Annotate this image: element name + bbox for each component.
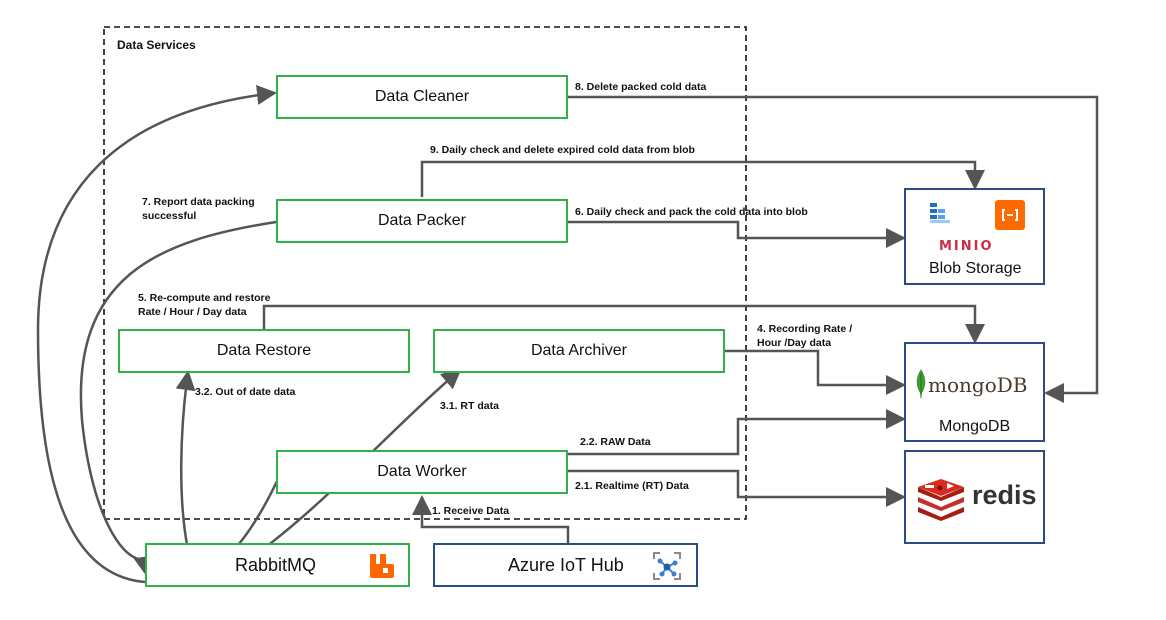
edge-label-raw-data: 2.2. RAW Data xyxy=(580,436,651,448)
edge-label-recompute-restore: 5. Re-compute and restore Rate / Hour / … xyxy=(138,291,270,319)
edge-pack-cold-data xyxy=(567,220,906,248)
edge-label-recompute-restore-line2: Rate / Hour / Day data xyxy=(138,306,247,318)
data-packer-box[interactable]: Data Packer xyxy=(276,199,568,243)
redis-logo: redis xyxy=(972,480,1037,510)
edge-label-report-packing: 7. Report data packing successful xyxy=(142,195,255,223)
edge-label-report-packing-line2: successful xyxy=(142,210,197,222)
edge-report-packing xyxy=(79,220,277,575)
edge-label-recording-rate-line2: Hour /Day data xyxy=(757,337,832,349)
mongodb-leaf-icon xyxy=(916,369,926,399)
cloud-storage-icon xyxy=(995,200,1025,230)
edge-raw-data xyxy=(567,409,906,456)
data-archiver-box[interactable]: Data Archiver xyxy=(433,329,725,373)
rabbitmq-box[interactable]: RabbitMQ xyxy=(145,543,410,587)
blob-storage-box[interactable]: MINIO Blob Storage xyxy=(904,188,1045,285)
edge-label-recompute-restore-line1: 5. Re-compute and restore xyxy=(138,292,271,304)
edge-label-report-packing-line1: 7. Report data packing xyxy=(142,196,255,208)
data-restore-box[interactable]: Data Restore xyxy=(118,329,410,373)
azure-iot-hub-box[interactable]: Azure IoT Hub xyxy=(433,543,698,587)
edge-label-pack-cold-data: 6. Daily check and pack the cold data in… xyxy=(575,206,808,218)
blob-storage-label: Blob Storage xyxy=(929,260,1022,277)
data-worker-label: Data Worker xyxy=(377,463,467,480)
redis-logo-icon xyxy=(918,479,964,521)
edge-label-delete-expired: 9. Daily check and delete expired cold d… xyxy=(430,144,695,156)
edge-label-delete-packed: 8. Delete packed cold data xyxy=(575,81,707,93)
data-archiver-label: Data Archiver xyxy=(530,342,628,359)
rabbitmq-label: RabbitMQ xyxy=(235,554,317,575)
edge-label-out-of-date-data: 3.2. Out of date data xyxy=(195,386,296,398)
edge-receive-data xyxy=(412,495,570,543)
edge-recording-rate xyxy=(724,349,906,395)
edge-delete-expired xyxy=(420,160,985,197)
edge-label-receive-data: 1. Receive Data xyxy=(432,505,510,517)
data-cleaner-box[interactable]: Data Cleaner xyxy=(276,75,568,119)
azure-iot-hub-icon xyxy=(653,552,681,580)
data-services-boundary xyxy=(103,26,747,520)
edge-label-recording-rate-line1: 4. Recording Rate / xyxy=(757,323,853,335)
minio-logo: MINIO xyxy=(939,239,994,254)
edge-delete-packed xyxy=(567,95,1099,403)
edge-recompute-restore xyxy=(262,304,985,344)
edge-label-recording-rate: 4. Recording Rate / Hour /Day data xyxy=(757,322,852,350)
data-packer-label: Data Packer xyxy=(377,212,467,229)
edge-label-realtime-data: 2.1. Realtime (RT) Data xyxy=(575,480,689,492)
edge-realtime-data xyxy=(567,469,906,507)
mongodb-logo: mongoDB xyxy=(928,373,1028,397)
storage-stack-icon xyxy=(930,203,950,223)
mongodb-label: MongoDB xyxy=(939,418,1011,435)
edge-out-of-date-data xyxy=(175,370,281,569)
mongodb-box[interactable]: mongoDB MongoDB xyxy=(904,342,1045,442)
edge-label-rt-data: 3.1. RT data xyxy=(440,400,499,412)
edge-rabbitmq-to-cleaner xyxy=(36,85,277,584)
redis-box[interactable]: redis xyxy=(904,450,1045,544)
data-services-title: Data Services xyxy=(117,38,196,52)
azure-iot-hub-label: Azure IoT Hub xyxy=(508,554,624,575)
rabbitmq-icon xyxy=(370,554,394,578)
data-restore-label: Data Restore xyxy=(216,342,312,359)
data-worker-box[interactable]: Data Worker xyxy=(276,450,568,494)
data-cleaner-label: Data Cleaner xyxy=(374,88,470,105)
